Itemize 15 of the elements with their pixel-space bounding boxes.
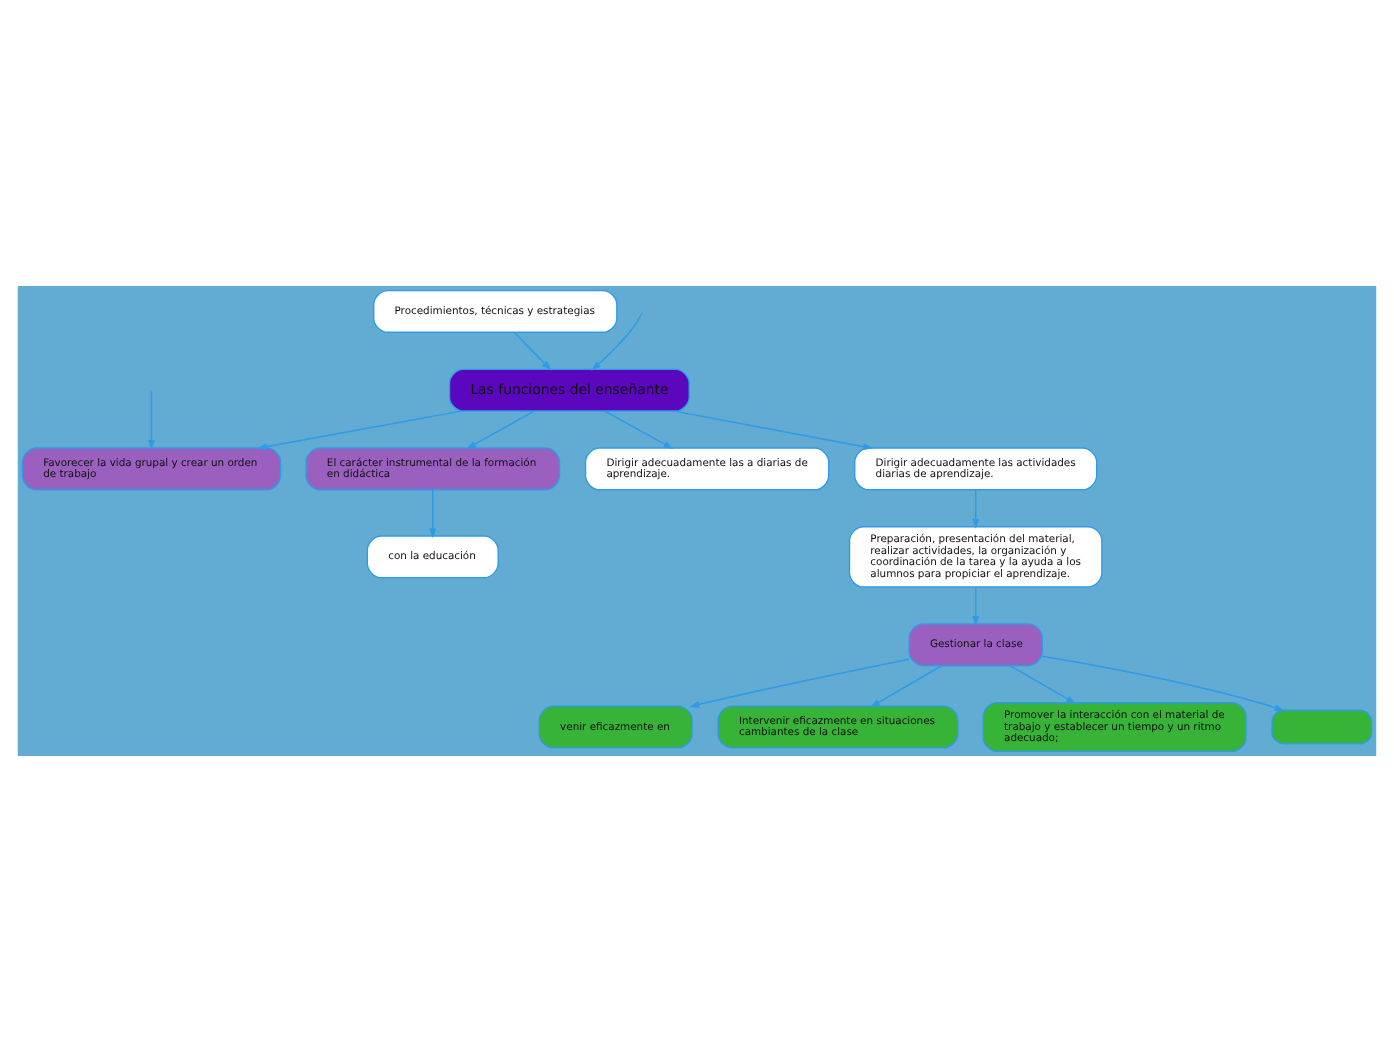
arrow [972, 585, 980, 625]
arrow [673, 409, 874, 450]
arrow [1009, 664, 1077, 703]
arrow [604, 409, 674, 449]
arrow [147, 389, 155, 450]
node-box [1271, 708, 1373, 744]
arrow [689, 657, 910, 707]
arrow [514, 330, 552, 370]
arrow [256, 409, 462, 450]
arrow [1041, 654, 1285, 710]
arrow [429, 488, 437, 538]
arrow [870, 664, 943, 707]
arrow [466, 409, 535, 449]
arrow [591, 311, 643, 370]
arrow [972, 488, 980, 528]
